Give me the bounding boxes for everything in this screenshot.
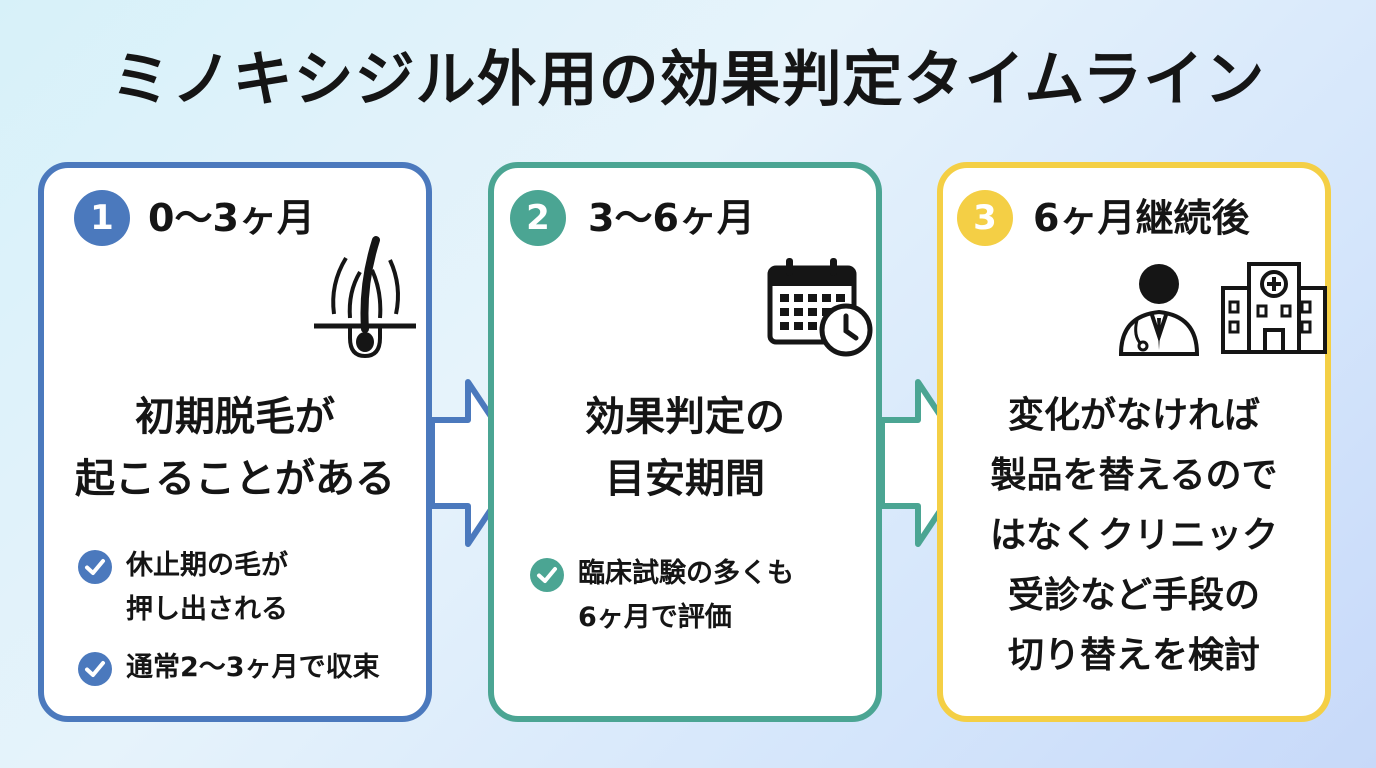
main-text-line: 変化がなければ	[1007, 395, 1260, 436]
main-text-line: 起こることがある	[75, 456, 395, 502]
main-text-line: 効果判定の	[585, 394, 785, 440]
stage-main-text: 変化がなければ 製品を替えるので はなくクリニック 受診など手段の 切り替えを検…	[943, 386, 1325, 686]
bullet-item: 臨床試験の多くも 6ヶ月で評価	[530, 552, 870, 640]
stage-main-text: 効果判定の 目安期間	[494, 386, 876, 510]
stage-period: 6ヶ月継続後	[1033, 196, 1250, 240]
main-text-line: 製品を替えるので	[990, 455, 1278, 496]
bullet-text-line: 通常2〜3ヶ月で収束	[126, 652, 380, 683]
bullet-text-line: 6ヶ月で評価	[578, 602, 732, 633]
stage-number-badge: 1	[74, 190, 130, 246]
bullet-text-line: 押し出される	[126, 594, 288, 625]
main-text-line: 受診など手段の	[1007, 575, 1260, 616]
calendar-clock-icon	[767, 258, 873, 357]
stage-card-1: 1 0〜3ヶ月 初期脱毛が 起こることがある 休止期の毛が 押し出される 通常2…	[38, 162, 432, 722]
main-text-line: 目安期間	[605, 456, 765, 502]
bullet-text-line: 休止期の毛が	[126, 550, 288, 581]
bullet-item: 通常2〜3ヶ月で収束	[78, 646, 418, 690]
hair-follicle-icon	[314, 236, 416, 359]
check-icon	[78, 652, 112, 686]
check-icon	[530, 558, 564, 592]
main-text-line: 切り替えを検討	[1007, 635, 1260, 676]
stage-number-badge: 3	[957, 190, 1013, 246]
stage-main-text: 初期脱毛が 起こることがある	[44, 386, 426, 510]
bullet-item: 休止期の毛が 押し出される	[78, 544, 418, 632]
stage-card-3: 3 6ヶ月継続後 変化がなければ 製品を替えるので はなくクリニック 受診など手…	[937, 162, 1331, 722]
bullet-list: 休止期の毛が 押し出される 通常2〜3ヶ月で収束	[78, 544, 418, 704]
main-text-line: 初期脱毛が	[135, 394, 335, 440]
bullet-list: 臨床試験の多くも 6ヶ月で評価	[530, 552, 870, 654]
stage-period: 3〜6ヶ月	[588, 196, 755, 240]
page-title: ミノキシジル外用の効果判定タイムライン	[110, 45, 1266, 115]
main-text-line: はなくクリニック	[989, 515, 1278, 556]
stage-card-2: 2 3〜6ヶ月 効果判定の 目安期間 臨床試験の多くも 6ヶ月で評価	[488, 162, 882, 722]
doctor-hospital-icon	[1119, 262, 1327, 356]
stage-number-badge: 2	[510, 190, 566, 246]
bullet-text-line: 臨床試験の多くも	[578, 558, 794, 589]
check-icon	[78, 550, 112, 584]
stage-period: 0〜3ヶ月	[148, 196, 315, 240]
